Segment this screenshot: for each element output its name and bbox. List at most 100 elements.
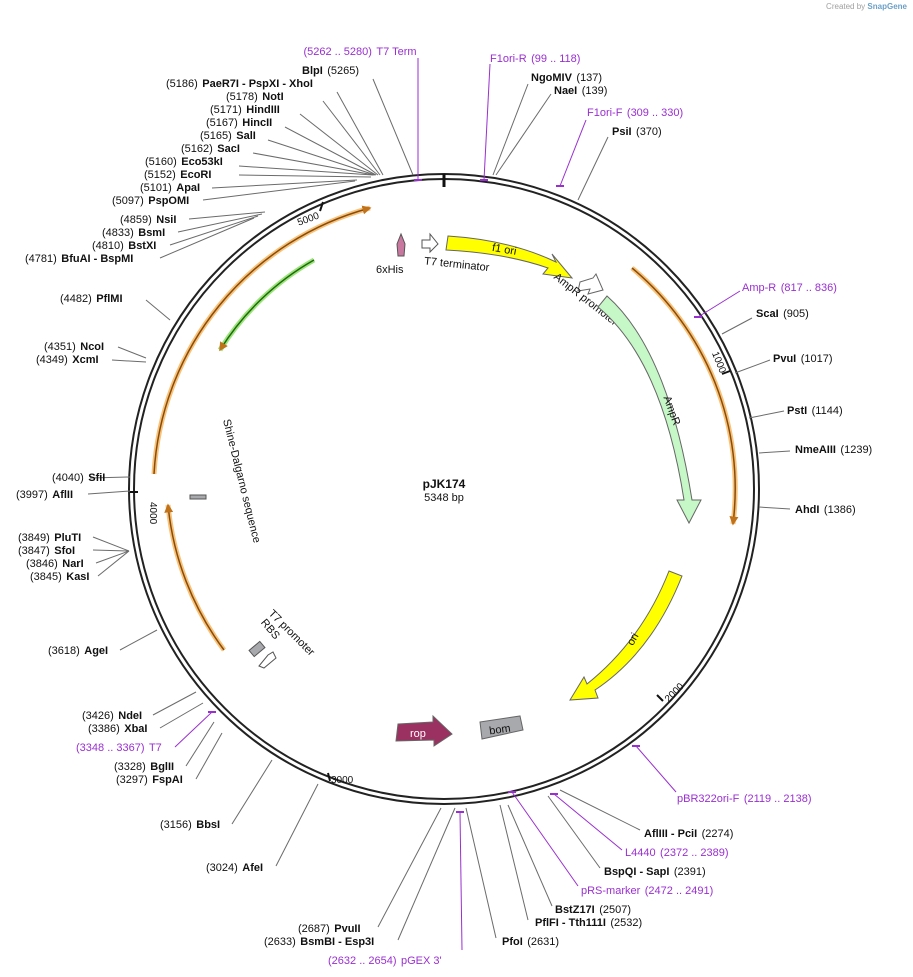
site-saci-label[interactable]: (5162) SacI <box>181 139 240 156</box>
site-bglii-label[interactable]: (3328) BglII <box>114 757 174 774</box>
site-sfii-label[interactable]: (4040) SfiI <box>52 468 105 485</box>
site-hindiii-name: HindIII <box>246 104 280 116</box>
site-ampr-primer-label[interactable]: Amp-R (817 .. 836) <box>742 278 837 295</box>
site-ecori-label[interactable]: (5152) EcoRI <box>144 165 211 182</box>
site-psii-label[interactable]: PsiI (370) <box>612 122 662 139</box>
site-blpi-position: (5265) <box>327 65 359 77</box>
site-sfoi-label[interactable]: (3847) SfoI <box>18 541 75 558</box>
site-eco53ki-label[interactable]: (5160) Eco53kI <box>145 152 223 169</box>
site-t7-position: (3348 .. 3367) <box>76 742 145 754</box>
site-f1orif-label[interactable]: F1ori-F (309 .. 330) <box>587 103 683 120</box>
site-f1orir-label[interactable]: F1ori-R (99 .. 118) <box>490 49 580 66</box>
site-pvui-label[interactable]: PvuI (1017) <box>773 349 832 366</box>
site-pspomi-leader-line <box>202 180 356 201</box>
site-pfoi-label[interactable]: PfoI (2631) <box>502 932 559 949</box>
site-t7term-position: (5262 .. 5280) <box>303 46 372 58</box>
orf-arc-right <box>631 267 739 526</box>
site-pflmi-label[interactable]: (4482) PflMI <box>60 289 123 306</box>
site-f1orir-leader-line <box>483 63 491 181</box>
site-hincii-label[interactable]: (5167) HincII <box>206 113 272 130</box>
site-noti-label[interactable]: (5178) NotI <box>226 87 284 104</box>
site-ahdi-name: AhdI <box>795 504 819 516</box>
site-l4440-label[interactable]: L4440 (2372 .. 2389) <box>625 843 729 860</box>
site-sfoi-position: (3847) <box>18 545 50 557</box>
site-t7term-label[interactable]: (5262 .. 5280) T7 Term <box>303 42 416 59</box>
site-nmeaiii-label[interactable]: NmeAIII (1239) <box>795 440 872 457</box>
site-aflii-name: AflII <box>52 489 73 501</box>
site-afei-position: (3024) <box>206 862 238 874</box>
site-bstxi-label[interactable]: (4810) BstXI <box>92 236 156 253</box>
site-pgex3-label[interactable]: (2632 .. 2654) pGEX 3' <box>328 951 442 968</box>
site-kasi-label[interactable]: (3845) KasI <box>30 567 90 584</box>
site-hindiii-position: (5171) <box>210 104 242 116</box>
site-psti-label[interactable]: PstI (1144) <box>787 401 843 418</box>
site-pluti-name: PluTI <box>54 532 81 544</box>
site-paer7i-label[interactable]: (5186) PaeR7I - PspXI - XhoI <box>166 74 313 91</box>
site-pluti-label[interactable]: (3849) PluTI <box>18 528 81 545</box>
site-bsmi-leader-line <box>177 213 263 233</box>
site-bbsi-label[interactable]: (3156) BbsI <box>160 815 220 832</box>
site-pfoi-leader-line <box>465 807 497 939</box>
site-apai-label[interactable]: (5101) ApaI <box>140 178 200 195</box>
site-pluti-position: (3849) <box>18 532 50 544</box>
site-xcmi-label[interactable]: (4349) XcmI <box>36 350 99 367</box>
site-pvuii-label[interactable]: (2687) PvuII <box>298 919 361 936</box>
site-bspqi-label[interactable]: BspQI - SapI (2391) <box>604 862 706 879</box>
site-bsmbi-label[interactable]: (2633) BsmBI - Esp3I <box>264 932 374 949</box>
site-aflii-position: (3997) <box>16 489 48 501</box>
site-ndei-label[interactable]: (3426) NdeI <box>82 706 142 723</box>
site-hindiii-label[interactable]: (5171) HindIII <box>210 100 280 117</box>
site-t7-label[interactable]: (3348 .. 3367) T7 <box>76 738 162 755</box>
site-pluti-leader-line <box>92 536 130 552</box>
site-hincii-name: HincII <box>242 117 272 129</box>
site-sfoi-name: SfoI <box>54 545 75 557</box>
orf-arc-green <box>219 259 315 352</box>
site-bsmi-label[interactable]: (4833) BsmI <box>102 223 165 240</box>
site-agei-label[interactable]: (3618) AgeI <box>48 641 108 658</box>
plasmid-size: 5348 bp <box>424 492 464 504</box>
site-ngomiv-name: NgoMIV <box>531 72 573 84</box>
snapgene-credit: Created by SnapGene <box>826 2 907 11</box>
site-ncoi-label[interactable]: (4351) NcoI <box>44 337 104 354</box>
site-bfuai-leader-line <box>159 217 255 259</box>
f1-ori-feature <box>445 235 574 279</box>
site-ahdi-label[interactable]: AhdI (1386) <box>795 500 856 517</box>
site-bstz17i-label[interactable]: BstZ17I (2507) <box>555 900 631 917</box>
site-ngomiv-label[interactable]: NgoMIV (137) <box>531 68 602 85</box>
site-f1orir-position: (99 .. 118) <box>531 53 580 65</box>
site-rsmarker-label[interactable]: pRS-marker (2472 .. 2491) <box>581 881 713 898</box>
site-afliii-name: AflIII - PciI <box>644 828 697 840</box>
site-kasi-leader-line <box>97 550 130 577</box>
site-naei-label[interactable]: NaeI (139) <box>554 81 607 98</box>
site-nari-label[interactable]: (3846) NarI <box>26 554 84 571</box>
site-bbsi-name: BbsI <box>196 819 220 831</box>
site-pbr322ori-label[interactable]: pBR322ori-F (2119 .. 2138) <box>677 789 812 806</box>
site-bfuai-label[interactable]: (4781) BfuAI - BspMI <box>25 249 133 266</box>
site-xbai-label[interactable]: (3386) XbaI <box>88 719 147 736</box>
site-sali-position: (5165) <box>200 130 232 142</box>
site-pspomi-label[interactable]: (5097) PspOMI <box>112 191 189 208</box>
site-pflfi-label[interactable]: PflFI - Tth111I (2532) <box>535 913 642 930</box>
site-paer7i-name: PaeR7I - PspXI - XhoI <box>202 78 313 90</box>
tick-2000 <box>656 694 664 702</box>
site-nsii-name: NsiI <box>156 214 176 226</box>
site-fspai-label[interactable]: (3297) FspAI <box>116 770 183 787</box>
site-bstz17i-leader-line <box>507 804 553 907</box>
site-scai-name: ScaI <box>756 308 779 320</box>
site-afei-label[interactable]: (3024) AfeI <box>206 858 263 875</box>
site-scai-label[interactable]: ScaI (905) <box>756 304 809 321</box>
site-ndei-leader-line <box>152 691 197 716</box>
site-sali-label[interactable]: (5165) SalI <box>200 126 256 143</box>
site-pflfi-position: (2532) <box>610 917 642 929</box>
site-bsmi-name: BsmI <box>138 227 165 239</box>
site-afliii-position: (2274) <box>702 828 734 840</box>
site-pbr322ori-position: (2119 .. 2138) <box>744 793 812 805</box>
site-afliii-label[interactable]: AflIII - PciI (2274) <box>644 824 733 841</box>
orf-arc-lower <box>164 503 225 651</box>
site-paer7i-leader-line <box>336 91 384 176</box>
site-apai-name: ApaI <box>176 182 200 194</box>
site-nsii-label[interactable]: (4859) NsiI <box>120 210 176 227</box>
site-aflii-label[interactable]: (3997) AflII <box>16 485 73 502</box>
site-psii-name: PsiI <box>612 126 632 138</box>
site-blpi-label[interactable]: BlpI (5265) <box>302 61 359 78</box>
